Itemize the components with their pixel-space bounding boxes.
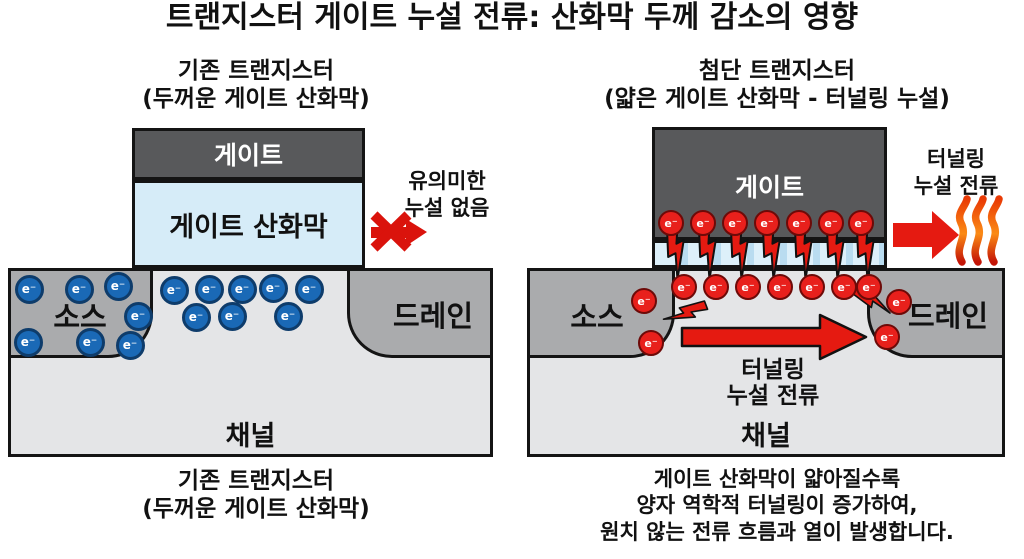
right-drain-region	[867, 268, 1005, 358]
tunnel-current-label: 터널링 누설 전류	[726, 357, 820, 410]
right-channel-label: 채널	[741, 421, 791, 452]
right-header: 첨단 트랜지스터 (얇은 게이트 산화막 - 터널링 누설)	[604, 58, 950, 112]
electron-blue: e⁻	[64, 274, 94, 304]
electron-red: e⁻	[886, 289, 912, 315]
electron-red: e⁻	[722, 210, 748, 236]
left-gate-label: 게이트	[213, 141, 283, 170]
heat-icon	[955, 195, 1003, 266]
electron-red: e⁻	[703, 274, 729, 300]
electron-blue: e⁻	[258, 273, 288, 303]
right-gate-oxide-thin	[652, 240, 887, 268]
electron-red: e⁻	[786, 210, 812, 236]
no-leak-annotation: 유의미한 누설 없음	[404, 169, 490, 221]
heat-annotation: 터널링 누설 전류	[913, 147, 999, 199]
electron-red: e⁻	[631, 288, 657, 314]
left-gate-oxide: 게이트 산화막	[132, 180, 365, 268]
left-oxide-label: 게이트 산화막	[169, 211, 328, 243]
left-drain-region	[347, 268, 493, 358]
electron-red: e⁻	[831, 274, 857, 300]
left-gate: 게이트	[132, 128, 365, 180]
electron-blue: e⁻	[181, 302, 211, 332]
electron-red: e⁻	[818, 210, 844, 236]
electron-blue: e⁻	[123, 301, 153, 331]
electron-blue: e⁻	[294, 274, 324, 304]
blocked-arrow-icon	[371, 219, 427, 246]
electron-red: e⁻	[856, 274, 882, 300]
electron-red: e⁻	[658, 210, 684, 236]
electron-red: e⁻	[735, 274, 761, 300]
page-title: 트랜지스터 게이트 누설 전류: 산화막 두께 감소의 영향	[165, 0, 859, 35]
electron-blue: e⁻	[227, 274, 257, 304]
electron-blue: e⁻	[273, 301, 303, 331]
right-source-label: 소스	[570, 300, 624, 334]
electron-blue: e⁻	[75, 327, 105, 357]
electron-red: e⁻	[754, 210, 780, 236]
electron-blue: e⁻	[103, 271, 133, 301]
electron-blue: e⁻	[159, 275, 189, 305]
electron-red: e⁻	[767, 274, 793, 300]
electron-red: e⁻	[799, 274, 825, 300]
electron-red: e⁻	[848, 210, 874, 236]
electron-red: e⁻	[690, 210, 716, 236]
leak-arrow-icon	[893, 211, 959, 259]
right-gate-label: 게이트	[734, 173, 804, 202]
left-header: 기존 트랜지스터 (두꺼운 게이트 산화막)	[142, 58, 370, 112]
electron-blue: e⁻	[14, 274, 44, 304]
left-source-label: 소스	[53, 300, 107, 334]
electron-blue: e⁻	[217, 301, 247, 331]
electron-red: e⁻	[874, 324, 900, 350]
right-drain-label: 드레인	[907, 299, 989, 333]
electron-red: e⁻	[671, 274, 697, 300]
electron-blue: e⁻	[115, 330, 145, 360]
left-channel-label: 채널	[225, 421, 276, 452]
electron-blue: e⁻	[194, 274, 224, 304]
left-caption: 기존 트랜지스터 (두꺼운 게이트 산화막)	[142, 468, 370, 522]
electron-blue: e⁻	[13, 327, 43, 357]
electron-red: e⁻	[638, 330, 664, 356]
right-caption: 게이트 산화막이 얇아질수록 양자 역학적 터널링이 증가하여, 원치 않는 전…	[600, 467, 954, 544]
left-drain-label: 드레인	[392, 299, 474, 333]
